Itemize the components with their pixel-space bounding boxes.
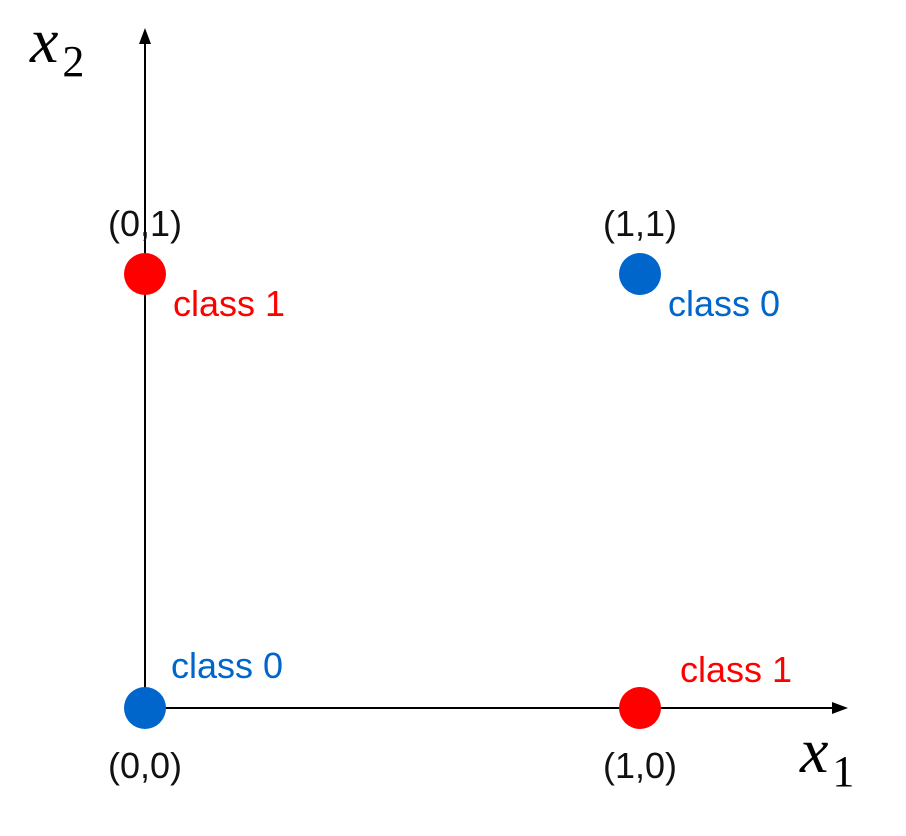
x-axis-label: x 1 [799, 715, 854, 796]
svg-text:x 1: x 1 [799, 715, 854, 796]
data-point [619, 253, 661, 295]
data-points: (0,0) class 0 (1,0) class 1 (0,1) class 1 (1,1… [108, 203, 792, 786]
x-axis-label-sub: 1 [832, 747, 854, 796]
coord-label: (1,1) [603, 203, 677, 244]
x-axis-label-var: x [799, 715, 828, 786]
y-axis-arrow-icon [139, 28, 151, 44]
svg-text:x 2: x 2 [29, 5, 84, 86]
data-point [619, 687, 661, 729]
coord-label: (0,0) [108, 745, 182, 786]
class-label: class 0 [668, 283, 780, 324]
y-axis-label-sub: 2 [62, 37, 84, 86]
data-point-group: (1,0) class 1 [603, 649, 792, 786]
class-label: class 0 [171, 645, 283, 686]
y-axis-label: x 2 [29, 5, 84, 86]
y-axis-label-var: x [29, 5, 58, 76]
data-point-group: (1,1) class 0 [603, 203, 780, 324]
data-point-group: (0,0) class 0 [108, 645, 283, 786]
data-point [124, 253, 166, 295]
class-label: class 1 [173, 283, 285, 324]
coord-label: (0,1) [108, 203, 182, 244]
axes [139, 28, 848, 714]
x-axis-arrow-icon [832, 702, 848, 714]
data-point-group: (0,1) class 1 [108, 203, 285, 324]
data-point [124, 687, 166, 729]
coord-label: (1,0) [603, 745, 677, 786]
class-label: class 1 [680, 649, 792, 690]
